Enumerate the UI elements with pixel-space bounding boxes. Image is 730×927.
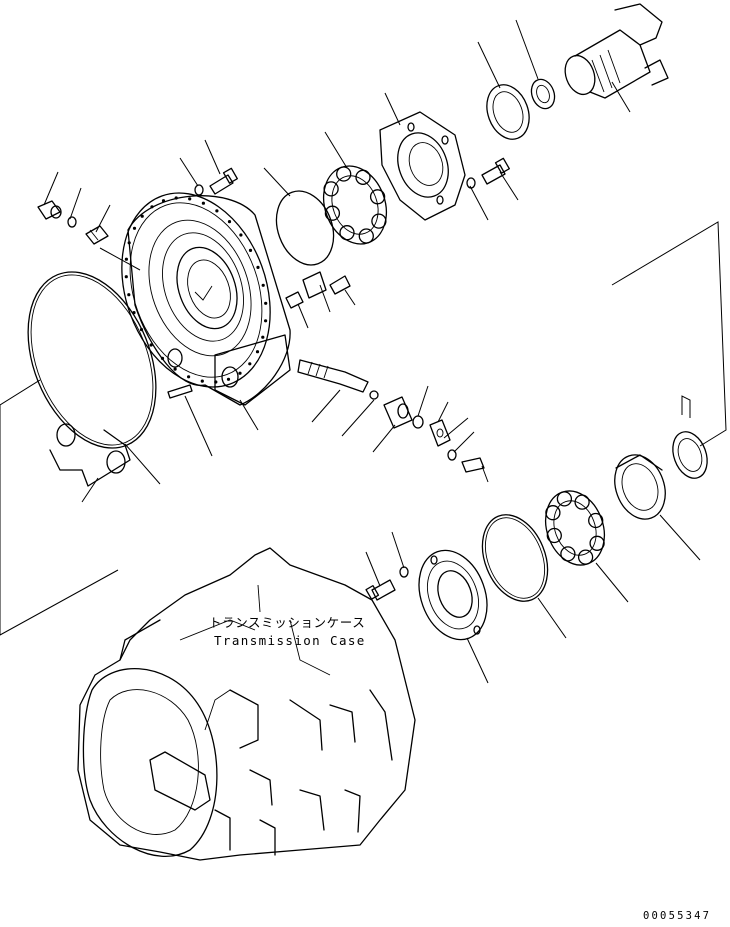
- bolt-hole: [264, 319, 268, 323]
- output-coupling-yoke: [564, 3, 669, 99]
- retainer-clip: [429, 419, 451, 447]
- dowel-pin: [167, 384, 193, 399]
- case-label-english: Transmission Case: [214, 633, 366, 648]
- bolt-hole: [160, 356, 165, 360]
- bearing-ball: [355, 169, 371, 185]
- lock-nut: [530, 78, 556, 110]
- bolt-hole: [124, 275, 128, 279]
- bolt-hole: [255, 350, 260, 354]
- bearing-ball: [339, 225, 355, 241]
- bolt-lower: [365, 579, 396, 601]
- bolt-cage: [466, 157, 510, 189]
- bearing-cage-housing: [379, 111, 466, 221]
- bolt-hole: [149, 343, 153, 347]
- o-ring-lower: [481, 514, 549, 602]
- bearing-ball: [369, 189, 386, 205]
- bolt-hole: [132, 311, 136, 315]
- plug-small-mid: [285, 291, 304, 309]
- bolt-hole: [124, 257, 128, 261]
- snap-ring-lower: [672, 431, 708, 479]
- plate-with-holes: [49, 423, 131, 487]
- bearing-ball: [358, 228, 374, 244]
- transmission-case: [77, 547, 416, 861]
- bearing-ball: [589, 535, 605, 551]
- bolt-hole: [150, 205, 154, 209]
- washer-top: [194, 184, 204, 196]
- transmission-cover-plate: [121, 192, 291, 406]
- assembly-bracket-left: [0, 221, 727, 636]
- drawing-code: 00055347: [643, 910, 712, 922]
- roller-bearing-outer: [614, 454, 666, 520]
- bearing-ball: [545, 505, 561, 521]
- bearing-retainer-cover: [418, 549, 488, 641]
- bolt-retainer: [447, 449, 485, 473]
- bolt-hole: [188, 197, 192, 201]
- o-ring-small-mid: [412, 415, 424, 429]
- bolt-hole: [248, 248, 253, 252]
- tag-flag: [681, 395, 691, 418]
- bolt-hole: [127, 293, 131, 297]
- bearing-ball: [577, 549, 594, 565]
- bolt-hole: [261, 283, 265, 287]
- bolt-hole: [264, 301, 268, 305]
- bolt-hole: [227, 220, 232, 224]
- bolt-hole: [161, 199, 166, 203]
- small-ball: [369, 390, 379, 400]
- bearing-ball: [588, 512, 604, 529]
- snap-ring-upper: [486, 84, 530, 140]
- bolt-hole: [174, 196, 178, 200]
- bearing-ball: [336, 166, 352, 182]
- bolt-hole: [238, 371, 242, 375]
- bolt-hole: [226, 377, 231, 381]
- bolt-hole: [215, 209, 219, 213]
- bearing-ball: [324, 205, 341, 221]
- bolt-hole: [200, 379, 204, 383]
- bolt-hole: [261, 335, 265, 339]
- case-label-japanese: トランスミッションケース: [209, 615, 366, 630]
- bearing-ball: [323, 181, 339, 197]
- bearing-ball: [574, 494, 590, 510]
- small-o-ring: [67, 216, 77, 228]
- washer-lower: [399, 566, 409, 578]
- leader-lines: [43, 19, 701, 684]
- bolt-hole: [187, 375, 191, 379]
- bolt-hole: [139, 328, 144, 332]
- sleeve-bushing: [383, 396, 413, 429]
- bearing-ball: [556, 491, 573, 507]
- bolt-hole: [127, 241, 131, 245]
- gasket-ring: [275, 190, 335, 266]
- o-ring-large: [27, 271, 157, 449]
- bolt-hole: [248, 362, 252, 366]
- bolt-hole-ring: [124, 196, 268, 384]
- bearing-upper: [323, 165, 387, 245]
- fitting-adapter: [85, 225, 109, 245]
- bolt-hole: [140, 214, 144, 218]
- bearing-ball: [546, 527, 562, 544]
- bearing-ball: [371, 213, 387, 229]
- bolt-hole: [173, 367, 177, 371]
- bolt-small-mid: [329, 275, 351, 295]
- cover-plate-small: [302, 271, 327, 299]
- bolt-hole: [201, 201, 205, 205]
- bearing-ball: [560, 546, 576, 562]
- input-shaft: [297, 359, 369, 393]
- bolt-top: [209, 167, 238, 195]
- bolt-hole: [256, 265, 260, 269]
- bearing-lower: [545, 490, 605, 566]
- bolt-hole: [132, 226, 137, 230]
- drain-plug: [37, 200, 62, 220]
- bolt-hole: [239, 233, 243, 237]
